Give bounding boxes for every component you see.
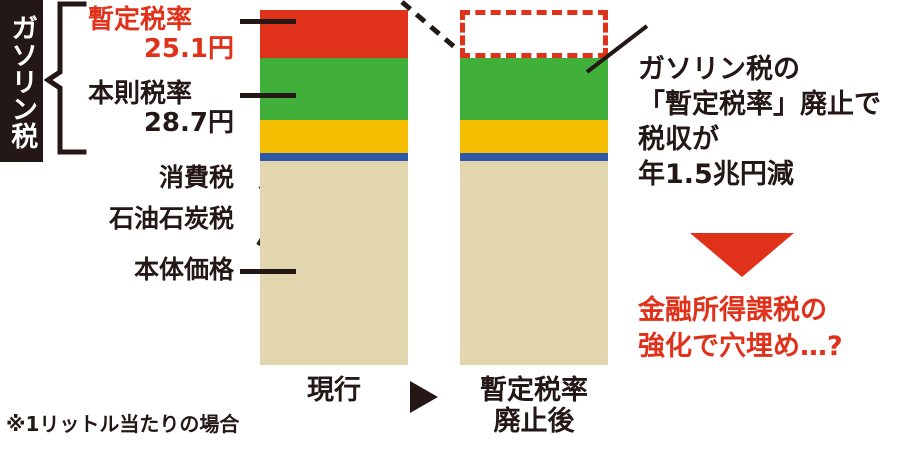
footnote-per-liter: ※1リットル当たりの場合 — [6, 412, 240, 436]
annotation-line-4: 年1.5兆円減 — [638, 159, 794, 191]
caption-after-abolition: 暫定税率 廃止後 — [450, 375, 618, 437]
label-statutory-tax-amount: 28.7円 — [143, 108, 234, 138]
gasoline-tax-title-text: ガソリン税 — [6, 13, 38, 149]
right-triangle-arrow-icon — [410, 381, 438, 413]
segment-petroleum-coal-tax — [260, 153, 408, 161]
annotation-conclusion: 金融所得課税の 強化で穴埋め…? — [638, 293, 898, 364]
caption-after-line2: 廃止後 — [493, 406, 575, 438]
caption-after-line1: 暫定税率 — [480, 375, 588, 406]
caption-current: 現行 — [307, 375, 361, 406]
gasoline-tax-bracket — [44, 1, 87, 155]
label-provisional-tax-rate: 暫定税率 — [88, 5, 193, 35]
callout-pointer-line — [585, 24, 649, 74]
annotation-line-1: ガソリン税の — [638, 54, 800, 85]
label-base-price: 本体価格 — [133, 255, 234, 284]
conclusion-line-2: 強化で穴埋め…? — [638, 330, 843, 362]
segment-base-price — [260, 161, 408, 365]
annotation-line-3: 税収が — [638, 124, 719, 156]
connector-dashed-line — [400, 0, 460, 52]
bar-current-structure — [260, 10, 408, 365]
segment-provisional-tax — [260, 10, 408, 58]
label-consumption-tax: 消費税 — [158, 163, 234, 192]
segment-statutory-tax — [260, 58, 408, 120]
segment-base-price-after — [460, 161, 608, 365]
gasoline-tax-title-box — [0, 0, 43, 162]
annotation-line-2: 「暫定税率」廃止で — [638, 89, 881, 121]
leader-line-provisional — [240, 19, 296, 24]
segment-consumption-tax — [260, 120, 408, 153]
segment-consumption-tax-after — [460, 120, 608, 153]
conclusion-line-1: 金融所得課税の — [638, 295, 827, 326]
annotation-revenue-loss: ガソリン税の 「暫定税率」廃止で 税収が 年1.5兆円減 — [638, 52, 898, 192]
leader-line-statutory — [240, 93, 296, 98]
label-provisional-tax-amount: 25.1円 — [143, 34, 234, 64]
down-triangle-arrow-icon — [690, 233, 794, 277]
leader-line-base-price — [240, 269, 296, 274]
label-statutory-tax-rate: 本則税率 — [88, 79, 193, 109]
label-petroleum-coal-tax: 石油石炭税 — [108, 204, 234, 233]
removed-provisional-tax-outline — [460, 10, 608, 58]
segment-petroleum-coal-tax-after — [460, 153, 608, 161]
bar-after-abolition-structure — [460, 58, 608, 365]
segment-statutory-tax-after — [460, 58, 608, 120]
